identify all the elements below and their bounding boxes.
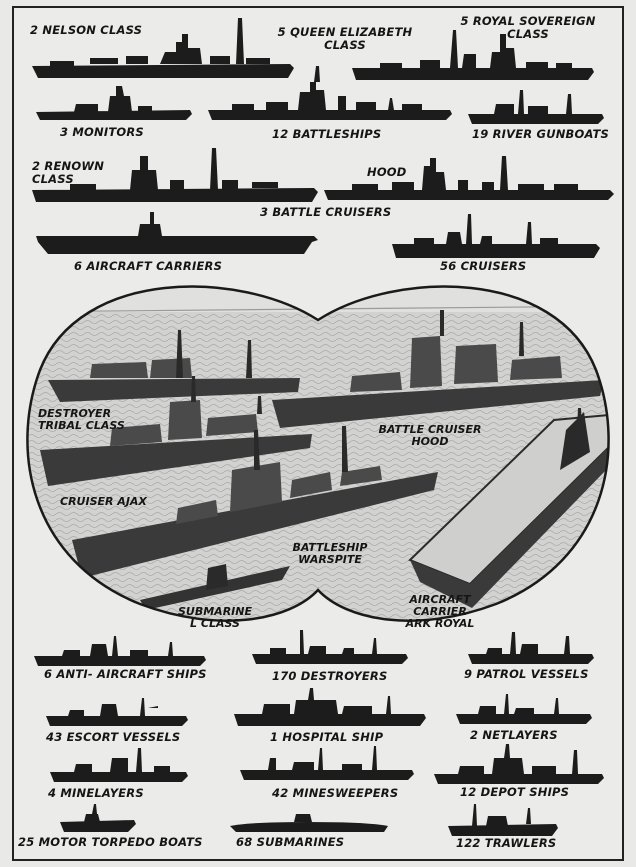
label-royal-sovereign-line1: 5 ROYAL SOVEREIGN bbox=[460, 14, 596, 28]
monitor-silhouette bbox=[36, 86, 192, 120]
label-royal-sovereign-class: 5 ROYAL SOVEREIGN CLASS bbox=[448, 15, 608, 41]
label-motor-torpedo-boats: 25 MOTOR TORPEDO BOATS bbox=[18, 835, 203, 849]
label-submarine-line1: SUBMARINE bbox=[178, 605, 252, 618]
label-cruisers: 56 CRUISERS bbox=[440, 259, 527, 273]
label-submarine-l-class: SUBMARINE L CLASS bbox=[160, 606, 270, 630]
label-renown-line1: 2 RENOWN bbox=[32, 159, 105, 173]
label-renown-class: 2 RENOWN CLASS bbox=[32, 160, 104, 186]
label-battle-cruiser-line1: BATTLE CRUISER bbox=[378, 423, 482, 436]
depot-ship-silhouette bbox=[434, 744, 604, 784]
label-minelayers: 4 MINELAYERS bbox=[48, 786, 144, 800]
nelson-class-silhouette bbox=[32, 18, 294, 78]
river-gunboat-silhouette bbox=[468, 90, 604, 124]
hospital-ship-silhouette bbox=[234, 688, 426, 726]
label-battle-cruiser-line2: HOOD bbox=[411, 435, 449, 448]
label-ark-royal-line1: AIRCRAFT bbox=[409, 593, 471, 606]
destroyer-silhouette bbox=[252, 630, 408, 664]
anti-aircraft-ship-silhouette bbox=[34, 636, 206, 666]
label-submarines: 68 SUBMARINES bbox=[236, 835, 345, 849]
label-ark-royal-line3: ARK ROYAL bbox=[405, 617, 475, 630]
escort-vessel-silhouette bbox=[46, 698, 188, 726]
label-hospital-ship: 1 HOSPITAL SHIP bbox=[270, 730, 384, 744]
label-battle-cruisers: 3 BATTLE CRUISERS bbox=[260, 205, 392, 219]
label-patrol-vessels: 9 PATROL VESSELS bbox=[464, 667, 589, 681]
label-anti-aircraft-ships: 6 ANTI- AIRCRAFT SHIPS bbox=[44, 667, 207, 681]
battleship-silhouette bbox=[208, 66, 452, 120]
cruiser-silhouette bbox=[392, 214, 600, 258]
motor-torpedo-boat-silhouette bbox=[60, 804, 136, 832]
label-destroyer-line2: TRIBAL CLASS bbox=[38, 419, 125, 432]
renown-class-silhouette bbox=[32, 148, 318, 202]
label-netlayers: 2 NETLAYERS bbox=[470, 728, 558, 742]
trawler-silhouette bbox=[448, 804, 558, 836]
aircraft-carrier-silhouette bbox=[36, 212, 318, 254]
netlayer-silhouette bbox=[456, 694, 592, 724]
label-cruiser-ajax: CRUISER AJAX bbox=[60, 495, 147, 508]
label-submarine-line2: L CLASS bbox=[190, 617, 240, 630]
submarine-silhouette bbox=[230, 814, 388, 832]
label-hood: HOOD bbox=[367, 165, 407, 179]
minelayer-silhouette bbox=[50, 748, 188, 782]
cruiser-ajax-hull bbox=[40, 434, 312, 486]
label-queen-elizabeth-class: 5 QUEEN ELIZABETH CLASS bbox=[265, 26, 425, 52]
label-destroyers: 170 DESTROYERS bbox=[272, 669, 388, 683]
label-renown-line2: CLASS bbox=[32, 172, 74, 186]
label-escort-vessels: 43 ESCORT VESSELS bbox=[46, 730, 181, 744]
battle-cruiser-hull bbox=[272, 380, 604, 428]
label-destroyer-line1: DESTROYER bbox=[38, 407, 112, 420]
patrol-vessel-silhouette bbox=[468, 632, 594, 664]
destroyer-hull bbox=[48, 378, 300, 402]
label-river-gunboats: 19 RIVER GUNBOATS bbox=[472, 127, 610, 141]
queen-elizabeth-silhouette bbox=[352, 30, 594, 80]
battleship-warspite-hull bbox=[72, 472, 438, 578]
label-nelson-class: 2 NELSON CLASS bbox=[30, 23, 143, 37]
label-royal-sovereign-line2: CLASS bbox=[507, 27, 549, 41]
label-destroyer-tribal: DESTROYER TRIBAL CLASS bbox=[38, 408, 125, 432]
label-battleship-warspite: BATTLESHIP WARSPITE bbox=[270, 542, 390, 566]
label-battleships: 12 BATTLESHIPS bbox=[272, 127, 382, 141]
hood-silhouette bbox=[324, 156, 614, 200]
label-trawlers: 122 TRAWLERS bbox=[456, 836, 557, 850]
label-queen-elizabeth-line1: 5 QUEEN ELIZABETH bbox=[277, 25, 413, 39]
label-battleship-line2: WARSPITE bbox=[298, 553, 362, 566]
label-aircraft-carriers: 6 AIRCRAFT CARRIERS bbox=[74, 259, 223, 273]
label-battle-cruiser-hood: BATTLE CRUISER HOOD bbox=[360, 424, 500, 448]
label-battleship-line1: BATTLESHIP bbox=[292, 541, 368, 554]
minesweeper-silhouette bbox=[240, 746, 414, 780]
label-ark-royal: AIRCRAFT CARRIER ARK ROYAL bbox=[380, 594, 500, 630]
label-ark-royal-line2: CARRIER bbox=[413, 605, 467, 618]
label-minesweepers: 42 MINESWEEPERS bbox=[272, 786, 399, 800]
label-monitors: 3 MONITORS bbox=[60, 125, 144, 139]
label-queen-elizabeth-line2: CLASS bbox=[324, 38, 366, 52]
label-depot-ships: 12 DEPOT SHIPS bbox=[460, 785, 570, 799]
